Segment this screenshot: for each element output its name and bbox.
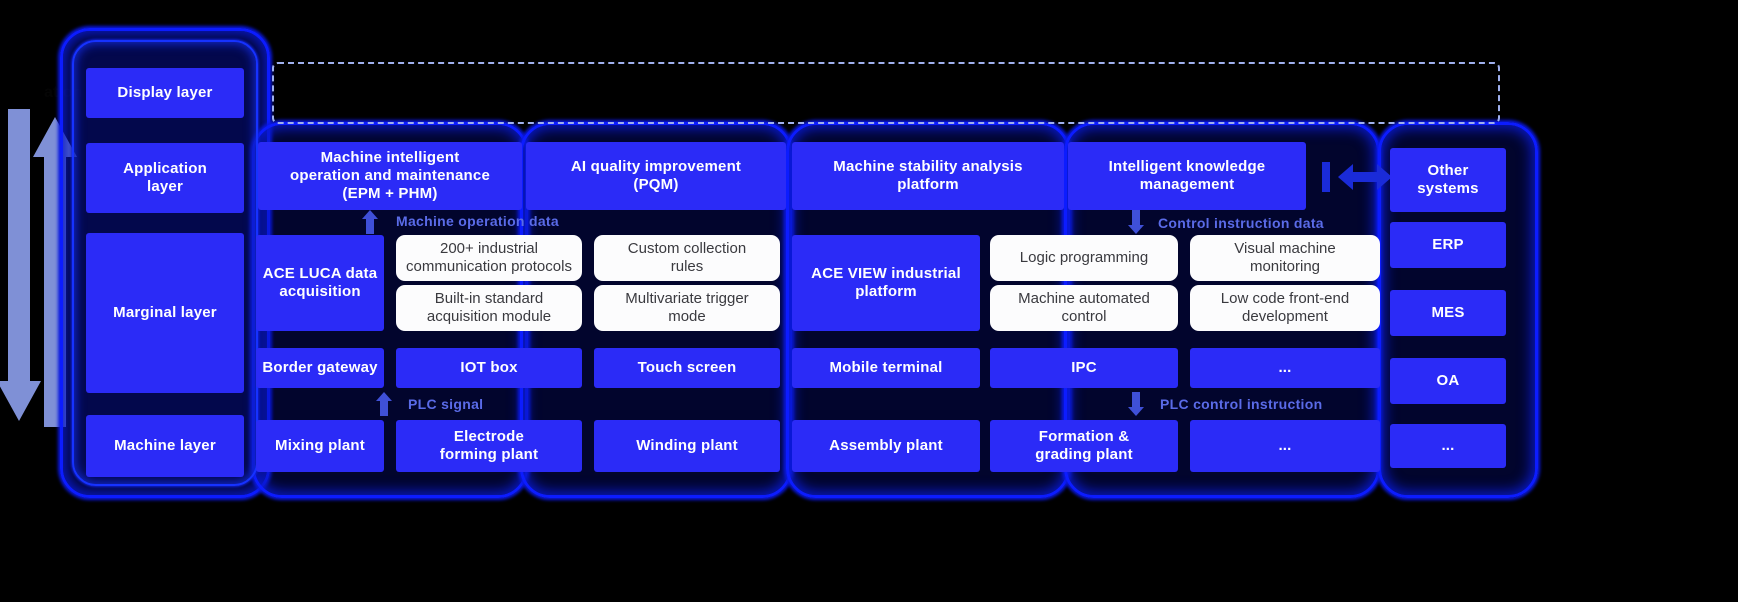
band-label-machine-operation-data: Machine operation data: [396, 213, 559, 229]
arrow-head-left: [1338, 164, 1353, 190]
display-layer-dashed-region: [272, 62, 1500, 124]
arrow-shaft: [366, 218, 374, 234]
link-stub: [1322, 162, 1330, 192]
arrow-head-down: [1128, 407, 1144, 416]
arrow-shaft: [8, 109, 30, 381]
arrow-shaft: [1132, 210, 1140, 226]
machine-card-winding-plant[interactable]: Winding plant: [594, 420, 780, 472]
arrow-head-up: [376, 392, 392, 401]
capability-200-protocols[interactable]: 200+ industrial communication protocols: [396, 235, 582, 281]
device-card-border-gateway[interactable]: Border gateway: [256, 348, 384, 388]
other-system-card-mes[interactable]: MES: [1390, 290, 1506, 336]
device-card-more[interactable]: ...: [1190, 348, 1380, 388]
band-label-control-instruction-data: Control instruction data: [1158, 215, 1324, 231]
device-card-mobile-terminal[interactable]: Mobile terminal: [792, 348, 980, 388]
arrow-head-up: [362, 210, 378, 219]
other-system-card-erp[interactable]: ERP: [1390, 222, 1506, 268]
arrow-shaft: [1132, 392, 1140, 408]
cropped-title-fragment: ation: [44, 84, 83, 101]
machine-card-assembly-plant[interactable]: Assembly plant: [792, 420, 980, 472]
machine-card-more[interactable]: ...: [1190, 420, 1380, 472]
machine-card-electrode-forming-plant[interactable]: Electrode forming plant: [396, 420, 582, 472]
other-system-card-more[interactable]: ...: [1390, 424, 1506, 468]
platform-ace-luca[interactable]: ACE LUCA data acquisition: [256, 235, 384, 331]
app-card-machine-stability[interactable]: Machine stability analysis platform: [792, 142, 1064, 210]
arrow-head-up: [33, 117, 77, 157]
arrow-shaft: [380, 400, 388, 416]
capability-custom-collection-rules[interactable]: Custom collection rules: [594, 235, 780, 281]
device-card-iot-box[interactable]: IOT box: [396, 348, 582, 388]
arrow-head-down: [0, 381, 41, 421]
capability-builtin-standard-module[interactable]: Built-in standard acquisition module: [396, 285, 582, 331]
band-label-plc-control-instruction: PLC control instruction: [1160, 396, 1323, 412]
device-card-touch-screen[interactable]: Touch screen: [594, 348, 780, 388]
machine-card-formation-grading-plant[interactable]: Formation & grading plant: [990, 420, 1178, 472]
arrow-head-down: [1128, 225, 1144, 234]
flow-arrows: [0, 105, 77, 435]
capability-logic-programming[interactable]: Logic programming: [990, 235, 1178, 281]
app-card-epm-phm[interactable]: Machine intelligent operation and mainte…: [258, 142, 522, 210]
platform-ace-view[interactable]: ACE VIEW industrial platform: [792, 235, 980, 331]
capability-multivariate-trigger-mode[interactable]: Multivariate trigger mode: [594, 285, 780, 331]
app-card-intelligent-knowledge[interactable]: Intelligent knowledge management: [1068, 142, 1306, 210]
capability-low-code-frontend-development[interactable]: Low code front-end development: [1190, 285, 1380, 331]
app-card-ai-quality-pqm[interactable]: AI quality improvement (PQM): [526, 142, 786, 210]
downward-flow-arrow: [0, 109, 41, 427]
machine-card-mixing-plant[interactable]: Mixing plant: [256, 420, 384, 472]
other-system-card-other[interactable]: Other systems: [1390, 148, 1506, 212]
layer-label-marginal: Marginal layer: [86, 233, 244, 393]
other-system-card-oa[interactable]: OA: [1390, 358, 1506, 404]
upward-flow-arrow: [33, 117, 77, 427]
layer-label-machine: Machine layer: [86, 415, 244, 477]
arrow-shaft: [1351, 172, 1379, 182]
capability-machine-automated-control[interactable]: Machine automated control: [990, 285, 1178, 331]
layer-label-application: Application layer: [86, 143, 244, 213]
bidirectional-link-arrow: [1338, 164, 1392, 190]
band-label-plc-signal: PLC signal: [408, 396, 484, 412]
capability-visual-machine-monitoring[interactable]: Visual machine monitoring: [1190, 235, 1380, 281]
arrow-shaft: [44, 157, 66, 427]
layer-label-display: Display layer: [86, 68, 244, 118]
arrow-head-right: [1377, 164, 1392, 190]
device-card-ipc[interactable]: IPC: [990, 348, 1178, 388]
